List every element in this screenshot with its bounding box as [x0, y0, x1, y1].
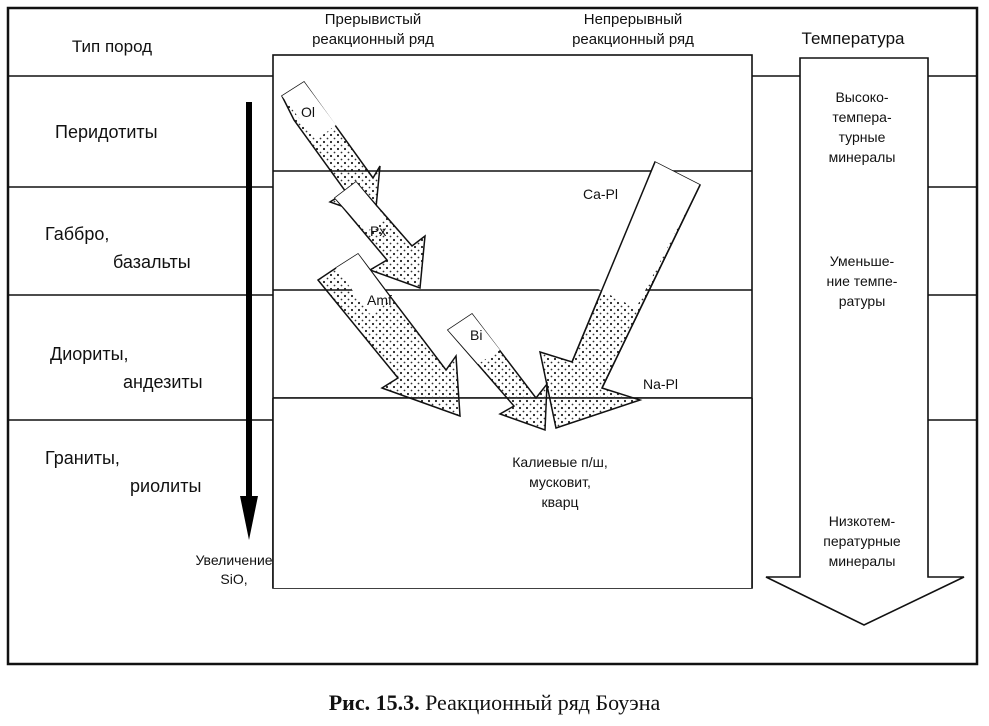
temp-decrease-1: Уменьше- [830, 253, 895, 269]
temp-high-4: минералы [829, 149, 896, 165]
label-bi: Bi [470, 327, 482, 343]
label-px: Px [370, 223, 386, 239]
rock-basalts: базальты [113, 252, 191, 272]
caption-title: Реакционный ряд Боуэна [425, 690, 661, 715]
temp-decrease-2: ние темпе- [827, 273, 898, 289]
temp-low-1: Низкотем- [829, 513, 896, 529]
temp-high-2: темпера- [832, 109, 892, 125]
label-amf: Amf [367, 292, 392, 308]
arrow-bi [446, 312, 548, 432]
header-rock-type: Тип пород [72, 37, 152, 56]
arrow-px [333, 180, 426, 290]
caption-number: Рис. 15.3. [328, 690, 420, 715]
label-ca-pl: Ca-Pl [583, 186, 618, 202]
outer-frame [6, 6, 979, 666]
temperature-arrow [765, 57, 965, 626]
rock-granites: Граниты, [45, 448, 120, 468]
final-products-line3: кварц [542, 494, 579, 510]
temp-high-3: турные [839, 129, 886, 145]
temp-high-1: Высоко- [835, 89, 888, 105]
sio2-label-line2: SiO, [220, 571, 247, 587]
final-products-line1: Калиевые п/ш, [512, 454, 607, 470]
label-ol: Ol [301, 104, 315, 120]
arrow-ca-na-pl [539, 160, 701, 429]
sio2-label-line1: Увеличение [195, 552, 272, 568]
header-temperature: Температура [802, 29, 906, 48]
rock-andesites: андезиты [123, 372, 203, 392]
header-discontinuous-line1: Прерывистый [325, 11, 421, 28]
header-continuous-line1: Непрерывный [584, 11, 683, 28]
rock-gabbro: Габбро, [45, 224, 109, 244]
sio2-arrow [240, 102, 258, 540]
label-na-pl: Na-Pl [643, 376, 678, 392]
figure-caption: Рис. 15.3. Реакционный ряд Боуэна [0, 690, 989, 716]
header-discontinuous-line2: реакционный ряд [312, 31, 434, 48]
rock-diorites: Диориты, [50, 344, 129, 364]
temp-low-3: минералы [829, 553, 896, 569]
header-continuous-line2: реакционный ряд [572, 31, 694, 48]
rock-rhyolites: риолиты [130, 476, 201, 496]
arrow-amf [316, 252, 461, 418]
final-products-line2: мусковит, [529, 474, 591, 490]
temp-low-2: пературные [823, 533, 901, 549]
temp-decrease-3: ратуры [839, 293, 886, 309]
rock-peridotites: Перидотиты [55, 122, 158, 142]
